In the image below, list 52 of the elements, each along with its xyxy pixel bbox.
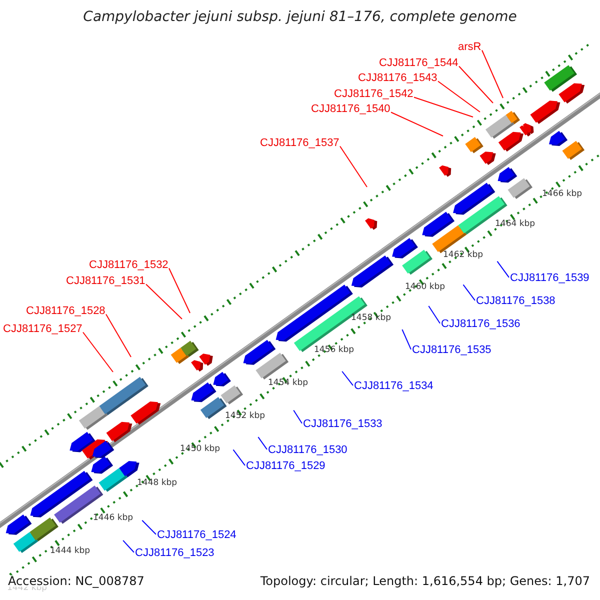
tick-label: 1458 kbp [351, 314, 392, 322]
tick-label: 1450 kbp [180, 445, 220, 454]
tick-label: 1464 kbp [495, 220, 536, 228]
leader-line [122, 540, 134, 553]
gene-label: CJJ81176_1532 [89, 260, 168, 271]
tick-label: 1446 kbp [93, 514, 134, 522]
leader-line [146, 284, 182, 320]
leader-line [438, 80, 480, 112]
leader-line [293, 410, 302, 424]
leader-line [482, 50, 504, 98]
gene-label: arsR [458, 42, 482, 53]
tick-label: 1444 kbp [50, 547, 90, 556]
gene-label: CJJ81176_1544 [379, 58, 458, 69]
leader-line [258, 436, 268, 450]
leader-line [106, 314, 132, 358]
gene-label: CJJ81176_1540 [311, 104, 390, 115]
leader-line [142, 520, 156, 535]
gene-label: CJJ81176_1523 [135, 548, 214, 559]
gene-label: CJJ81176_1533 [303, 419, 382, 430]
tick-label: 1466 kbp [542, 190, 582, 198]
leader-line [82, 332, 114, 372]
gene-label: CJJ81176_1543 [358, 73, 438, 84]
gene-label: CJJ81176_1537 [260, 138, 340, 149]
gene-label: CJJ81176_1539 [510, 273, 590, 284]
gene-label: CJJ81176_1527 [3, 324, 82, 335]
tick-label: 1460 kbp [405, 283, 446, 292]
gene-label: CJJ81176_1528 [26, 306, 106, 317]
gene-label: CJJ81176_1530 [268, 445, 348, 456]
tick-label: 1462 kbp [443, 251, 484, 260]
leader-line [342, 370, 354, 386]
leader-line [462, 284, 476, 301]
gene-label: CJJ81176_1538 [476, 296, 556, 307]
gene-label: CJJ81176_1542 [334, 89, 414, 100]
leader-line [340, 146, 368, 188]
leader-line [390, 112, 444, 136]
genome-info-text: Topology: circular; Length: 1,616,554 bp; Genes: 1,707 [260, 575, 590, 587]
gene-label: CJJ81176_1536 [441, 319, 520, 330]
leader-line [428, 306, 440, 324]
leader-line [496, 260, 510, 278]
gene-label: CJJ81176_1524 [157, 530, 236, 541]
leader-line [168, 268, 190, 314]
leader-line [458, 66, 494, 104]
gene-label: CJJ81176_1529 [246, 461, 326, 472]
gene-label: CJJ81176_1531 [66, 276, 146, 287]
gene-label: CJJ81176_1535 [412, 345, 492, 356]
leader-line [402, 329, 412, 350]
tick-label: 1448 kbp [137, 479, 178, 488]
chart-title: Campylobacter jejuni subsp. jejuni 81–176, complete genome [82, 10, 518, 24]
leader-line [414, 96, 474, 118]
gene-label: CJJ81176_1534 [354, 381, 434, 392]
leader-line [232, 449, 246, 466]
tick-label: 1452 kbp [225, 412, 266, 420]
